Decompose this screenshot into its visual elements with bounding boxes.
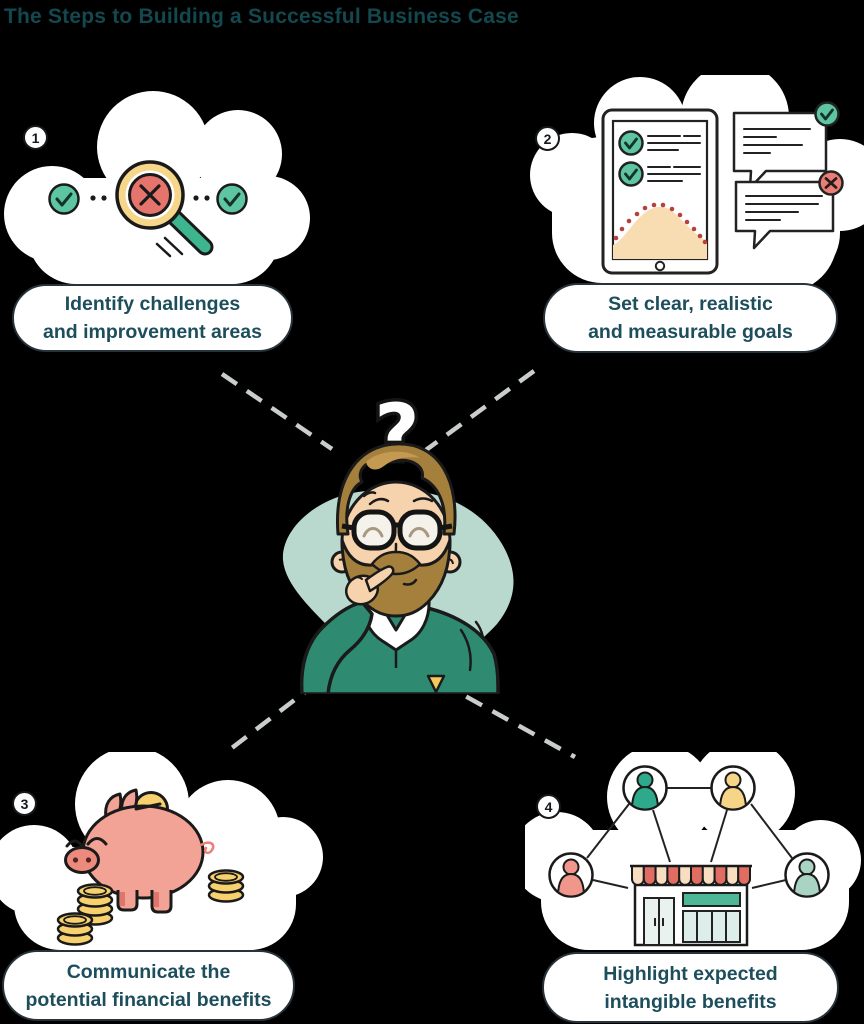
connector-line-3 [222,680,320,756]
page-title: The Steps to Building a Successful Busin… [4,5,519,28]
step-2-label-line-2: and measurable goals [588,321,793,343]
thinking-man-figure: ? [282,386,514,694]
question-mark: ? [374,389,419,479]
step-2-label-line-1: Set clear, realistic [608,293,773,315]
connector-line-2 [424,369,536,452]
step-1-label-line-2: and improvement areas [43,321,262,343]
thinking-man [299,442,500,694]
cloud-step-2 [530,75,864,292]
step-3-badge: 3 [12,791,37,816]
step-4-label-line-2: intangible benefits [604,990,777,1013]
step-4-label: Highlight expected intangible benefits [542,952,839,1023]
step-4-label-line-1: Highlight expected [603,962,778,985]
step-3-label: Communicate the potential financial bene… [2,950,295,1021]
step-1-label-line-1: Identify challenges [64,293,241,315]
step-3-label-line-1: Communicate the [66,960,231,983]
connector-line-1 [220,372,334,451]
cloud-step-1 [4,91,310,284]
piggy-bank-coins-icon [56,788,245,946]
storefront-people-network-icon [548,765,830,947]
step-1-badge: 1 [23,125,48,150]
cloud-step-4 [525,752,861,950]
step-4-badge: 4 [536,794,561,819]
magnifying-glass-check-icon [48,160,248,258]
tablet-checklist-chat-icon [601,101,844,275]
step-2-badge: 2 [535,126,560,151]
step-1-label: Identify challenges and improvement area… [12,284,293,352]
step-3-label-line-2: potential financial benefits [25,988,272,1011]
step-2-label: Set clear, realistic and measurable goal… [543,283,838,353]
cloud-step-3 [0,752,323,950]
connector-line-4 [438,680,577,759]
